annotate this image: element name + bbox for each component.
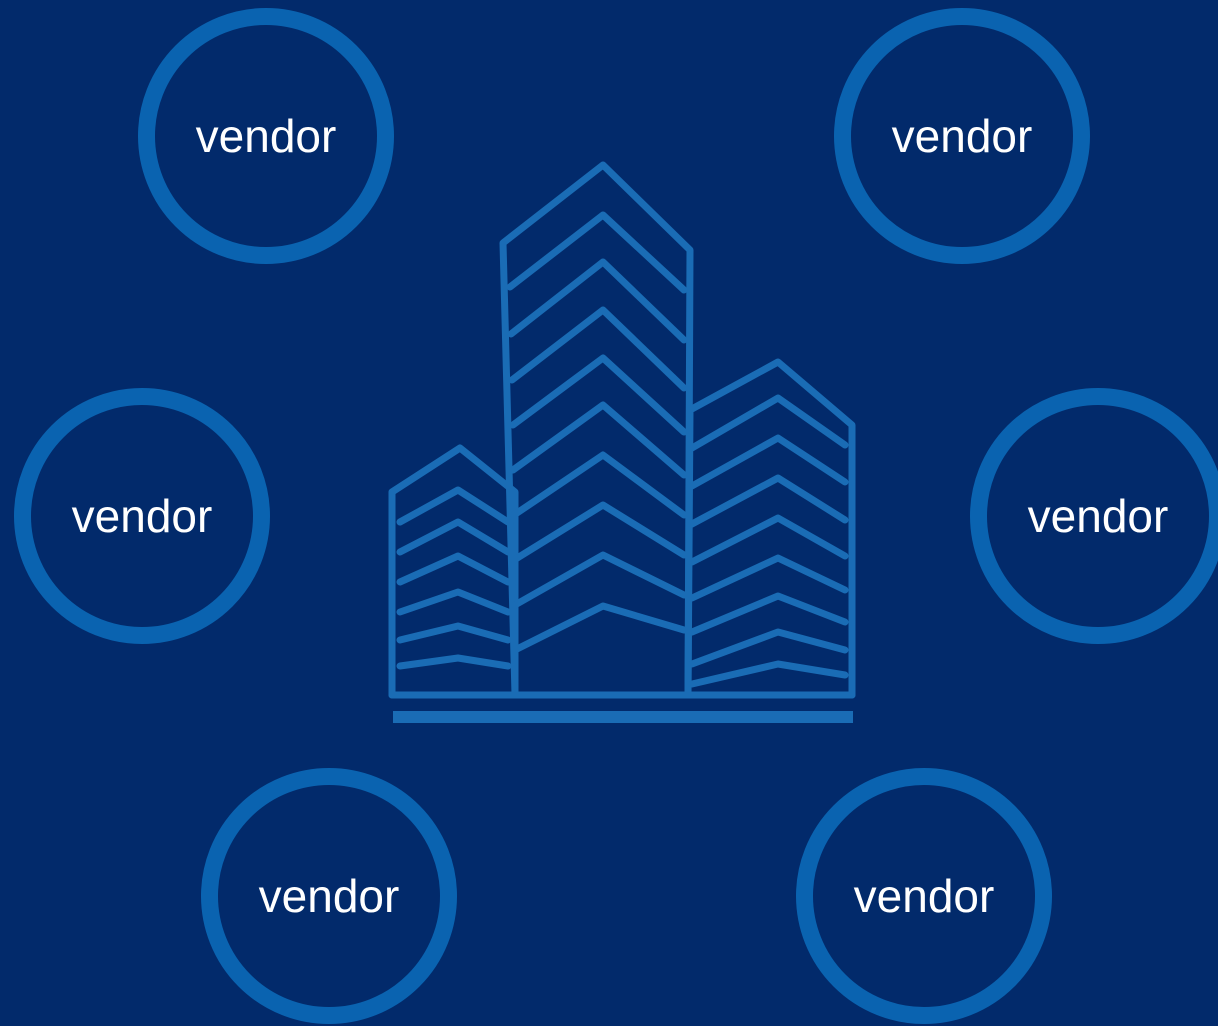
vendor-node: vendor xyxy=(138,8,394,264)
vendor-label: vendor xyxy=(853,870,995,922)
vendor-label: vendor xyxy=(258,870,400,922)
vendor-node: vendor xyxy=(796,768,1052,1024)
vendor-label: vendor xyxy=(195,110,337,162)
vendor-node: vendor xyxy=(201,768,457,1024)
vendor-node: vendor xyxy=(834,8,1090,264)
vendor-node: vendor xyxy=(14,388,270,644)
vendor-node: vendor xyxy=(970,388,1218,644)
vendor-label: vendor xyxy=(1027,490,1169,542)
vendor-label: vendor xyxy=(71,490,213,542)
vendor-label: vendor xyxy=(891,110,1033,162)
